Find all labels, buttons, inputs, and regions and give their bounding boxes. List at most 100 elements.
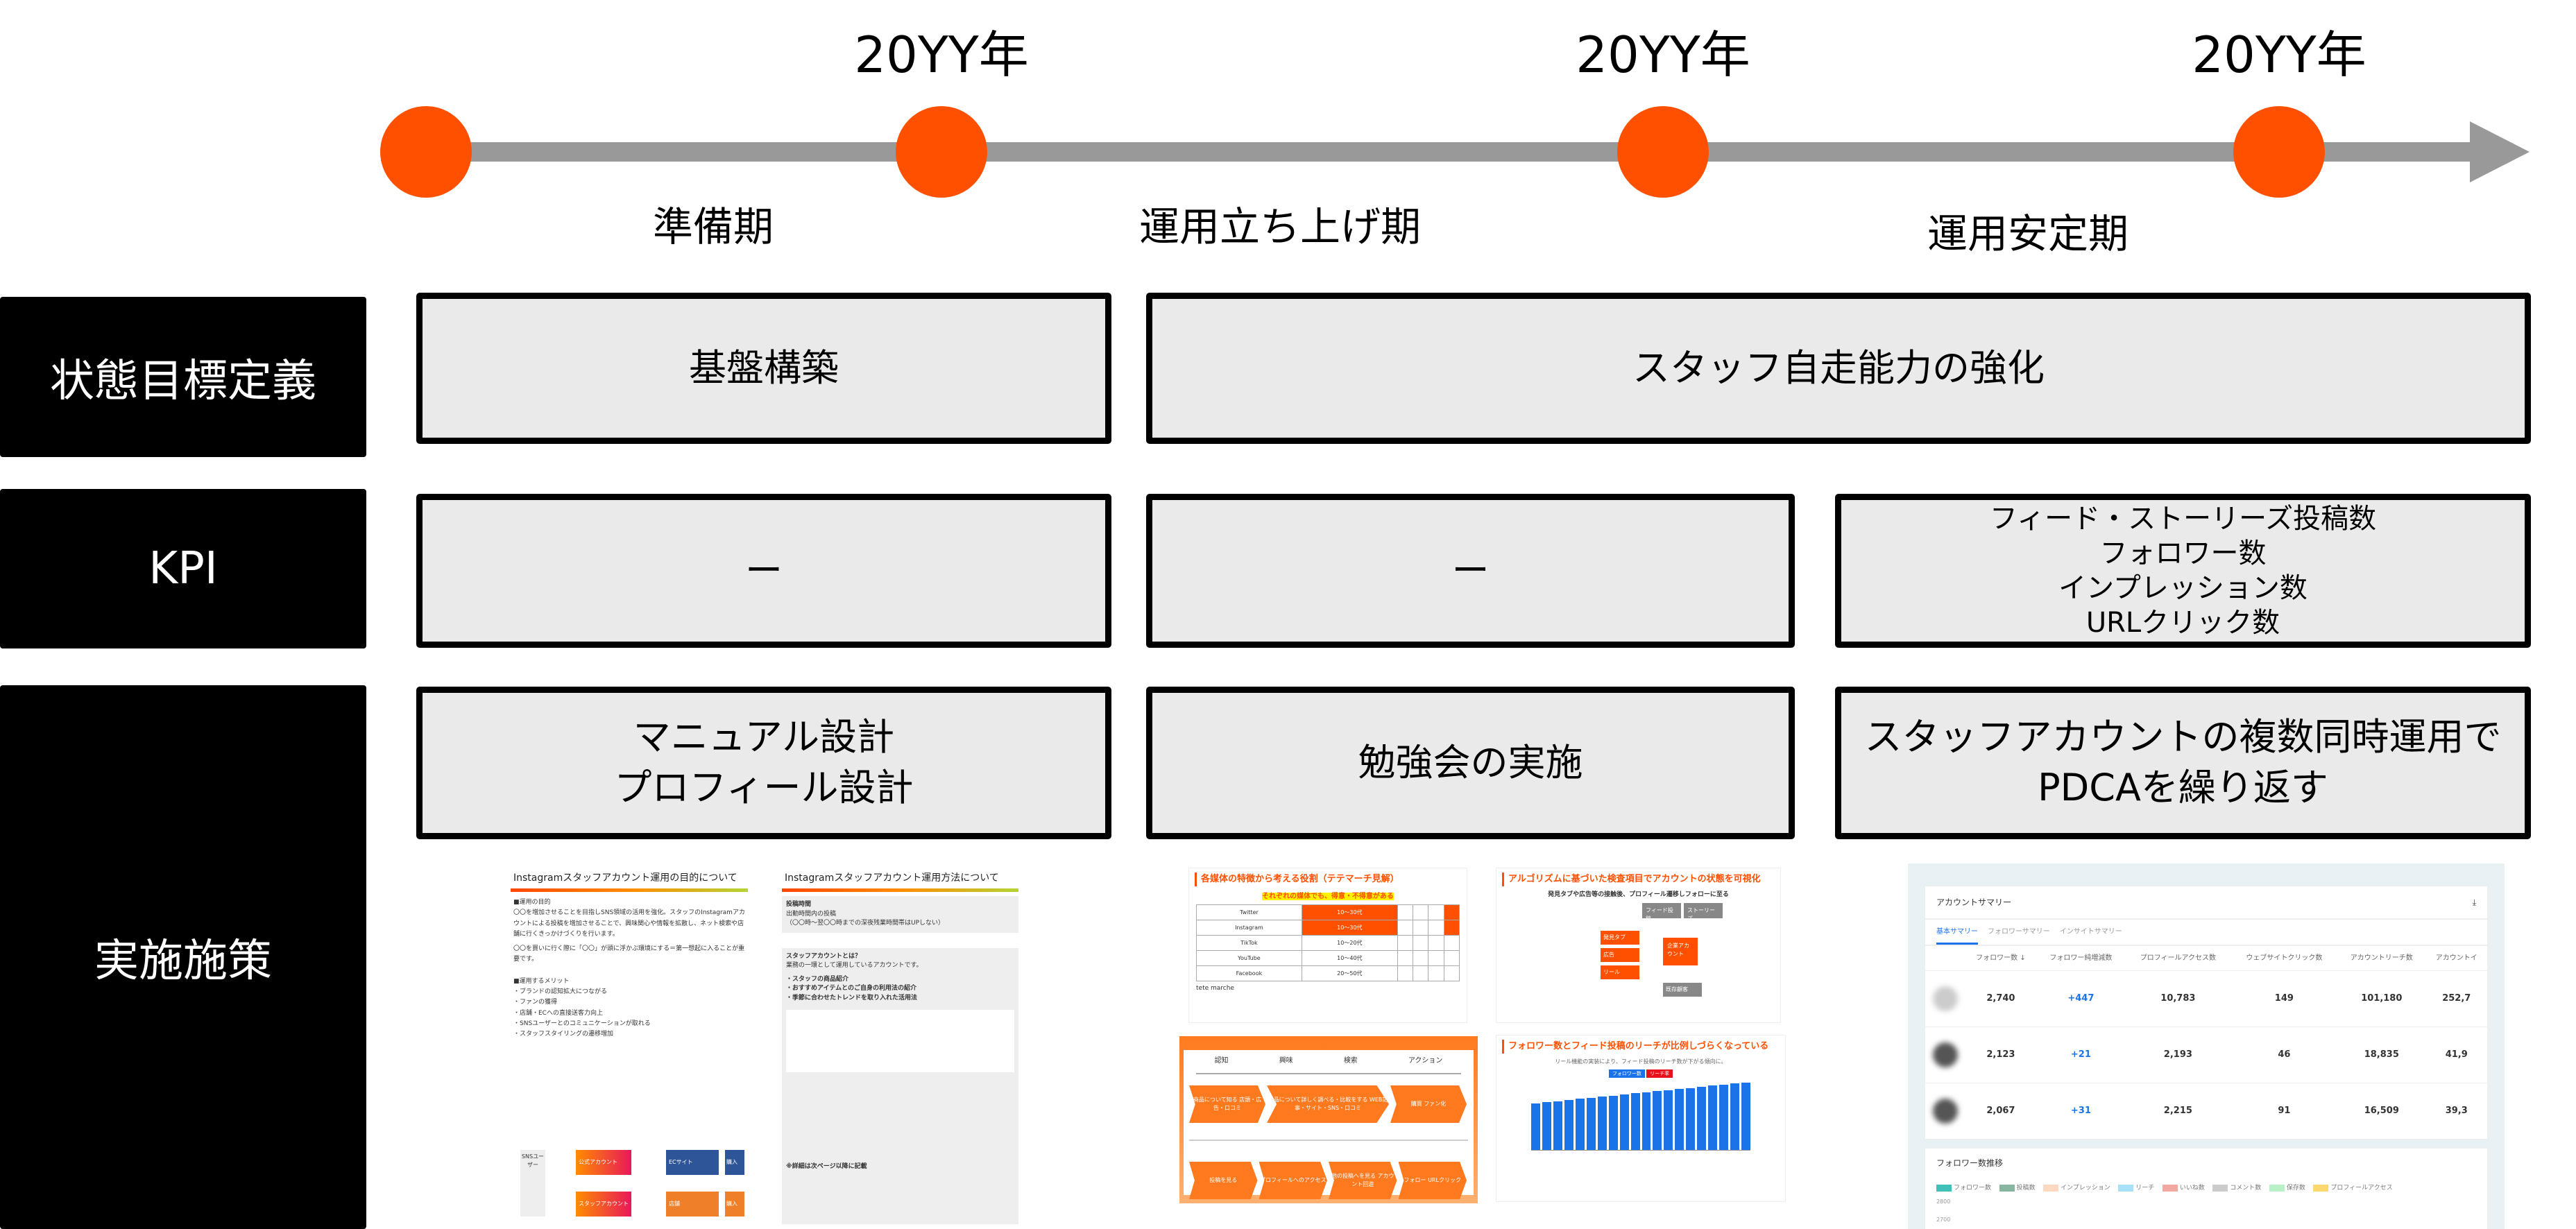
chart-bar [1741, 1082, 1751, 1150]
chart-bar [1597, 1097, 1607, 1150]
tab-basic-summary[interactable]: 基本サマリー [1936, 927, 1978, 945]
measure-box-pdca: スタッフアカウントの複数同時運用で PDCAを繰り返す [1835, 687, 2531, 839]
chart-bar [1641, 1092, 1651, 1150]
slide-subtitle: リール機能の実装により、フィード投稿のリーチ数が下がる傾向に。 [1555, 1058, 1727, 1065]
row-label-measures: 実施施策 [0, 685, 366, 1229]
slide-bullet: ・季節に合わせたトレンドを取り入れた活用法 [786, 994, 918, 1002]
thumbnail-dashboard: アカウントサマリー ⤓ 基本サマリー フォロワーサマリー インサイトサマリー フォ… [1908, 863, 2505, 1229]
chart-bar [1653, 1091, 1662, 1150]
slide-title: フォロワー数とフィード投稿のリーチが比例しづらくなっている [1502, 1040, 1780, 1054]
download-icon[interactable]: ⤓ [2472, 897, 2476, 907]
slide-heading: スタッフアカウントとは？ [786, 952, 862, 960]
y-tick: 2700 [1936, 1216, 1951, 1223]
chart-bar [1697, 1086, 1707, 1150]
state-box-foundation: 基盤構築 [416, 293, 1111, 444]
slide-text: 出勤時間内の投稿 [786, 910, 837, 918]
slide-subtitle: それぞれの媒体でも、得意・不得意がある [1262, 892, 1394, 900]
y-tick: 2800 [1936, 1198, 1951, 1205]
chart-bar [1575, 1099, 1585, 1150]
tab-insight-summary[interactable]: インサイトサマリー [2059, 928, 2122, 936]
slide-bullet: ・ブランドの認知拡大につながる [513, 988, 608, 996]
slide-title: Instagramスタッフアカウント運用方法について [785, 873, 999, 884]
summary-table: フォロワー数 ↓フォロワー純増減数プロフィールアクセス数ウェブサイトクリック数ア… [1925, 946, 2487, 1139]
chart-bar [1686, 1088, 1696, 1150]
state-box-self-running: スタッフ自走能力の強化 [1146, 293, 2531, 444]
thumbnail-method-slide: Instagramスタッフアカウント運用方法について 投稿時間 出勤時間内の投稿… [775, 867, 1025, 1224]
measure-text: PDCAを繰り返す [2038, 766, 2328, 809]
funnel-row-total: 商品について知る 店頭・広告・口コミ商品について詳しく調べる・比較をする WEB… [1189, 1085, 1468, 1123]
kpi-item: フォロワー数 [2099, 538, 2267, 569]
slide-text: （〇〇時～翌〇〇時までの深夜残業時間帯はUPしない） [786, 920, 945, 927]
chart-bar [1542, 1102, 1551, 1150]
slide-text: 業務の一環として運用しているアカウントです。 [786, 962, 923, 969]
legend-followers: フォロワー数 [1608, 1069, 1645, 1078]
slide-subtitle: 発見タブや広告等の接触後、プロフィール遷移しフォローに至る [1548, 891, 1729, 898]
phase-label: 運用立ち上げ期 [1138, 203, 1421, 250]
row-label-state: 状態目標定義 [0, 297, 366, 457]
kpi-box-launch: ー [1146, 494, 1795, 648]
chart-bar [1708, 1085, 1718, 1150]
dashboard-title: アカウントサマリー [1936, 897, 2012, 907]
thumbnail-funnel-slide: 認知興味検索アクション 商品について知る 店頭・広告・口コミ商品について詳しく調… [1179, 1036, 1478, 1203]
chart-bar [1531, 1103, 1540, 1150]
thumbnail-platform-roles-slide: 各媒体の特徴から考える役割（テテマーチ見解） それぞれの媒体でも、得意・不得意が… [1188, 868, 1467, 1023]
slide-heading: ■運用するメリット [513, 977, 570, 985]
algorithm-diagram: フィード投稿 ストーリーズ 発見タブ 広告 リール 企業アカウント 既存顧客 [1496, 900, 1780, 1004]
slide-title: アルゴリズムに基づいた検査項目でアカウントの状態を可視化 [1502, 873, 1775, 886]
slide-bullet: ・店舗・ECへの直接送客力向上 [513, 1009, 603, 1017]
thumbnail-algorithm-slide: アルゴリズムに基づいた検査項目でアカウントの状態を可視化 発見タブや広告等の接触… [1496, 868, 1781, 1023]
funnel-row-instagram: 投稿を見るプロフィールへのアクセス他の投稿へを見る アカウント回遊フォロー UR… [1189, 1162, 1468, 1199]
chart-title: フォロワー数推移 [1936, 1158, 2004, 1168]
kpi-item: インプレッション数 [2058, 572, 2308, 604]
slide-bullet: ・スタッフスタイリングの遷移増加 [513, 1031, 614, 1038]
timeline-line [426, 142, 2480, 162]
timeline-dot [1617, 106, 1709, 198]
chart-bar [1630, 1093, 1640, 1150]
slide-title: Instagramスタッフアカウント運用の目的について [513, 873, 737, 884]
timeline-dot [2233, 106, 2325, 198]
slide-heading: 投稿時間 [786, 901, 812, 908]
chart-bar [1564, 1099, 1573, 1150]
legend-reach: リーチ率 [1646, 1069, 1673, 1078]
flow-diagram: SNSユーザー 公式アカウント スタッフアカウント ECサイト 店舗 購入 購入 [520, 1150, 744, 1217]
timeline-dot [380, 106, 472, 198]
phase-label: 運用安定期 [1927, 210, 2129, 257]
measure-text: プロフィール設計 [614, 766, 914, 809]
follower-bar-chart [1531, 1081, 1751, 1151]
kpi-box-stable: フィード・ストーリーズ投稿数 フォロワー数 インプレッション数 URLクリック数 [1835, 494, 2531, 648]
measure-box-manual: マニュアル設計 プロフィール設計 [416, 687, 1111, 839]
slide-bullet: ・スタッフの商品紹介 [786, 975, 849, 983]
chart-bar [1608, 1095, 1618, 1150]
tab-follower-summary[interactable]: フォロワーサマリー [1988, 928, 2050, 936]
funnel-steps: 認知興味検索アクション [1214, 1057, 1443, 1065]
chart-bar [1730, 1083, 1740, 1150]
slide-text: 〇〇を増加させることを目指しSNS領域の活用を強化。スタッフのInstagram… [513, 909, 745, 938]
year-label: 20YY年 [1576, 26, 1750, 84]
screenshot-placeholder [786, 1010, 1014, 1072]
thumbnail-purpose-slide: Instagramスタッフアカウント運用の目的について ■運用の目的 〇〇を増加… [504, 867, 755, 1224]
year-label: 20YY年 [854, 26, 1029, 84]
slide-heading: ■運用の目的 [513, 899, 551, 906]
kpi-box-prep: ー [416, 494, 1111, 648]
kpi-item: URLクリック数 [2085, 607, 2280, 639]
slide-title: 各媒体の特徴から考える役割（テテマーチ見解） [1195, 873, 1461, 886]
year-label: 20YY年 [2192, 26, 2366, 84]
tete-marche-logo: tete marche [1196, 985, 1234, 992]
row-label-kpi: KPI [0, 489, 366, 648]
slide-bullet: ・SNSユーザーとのコミュニケーションが取れる [513, 1020, 651, 1027]
chart-bar [1586, 1097, 1596, 1150]
measure-text: スタッフアカウントの複数同時運用で [1864, 715, 2502, 759]
measure-box-study: 勉強会の実施 [1146, 687, 1795, 839]
phase-label: 準備期 [652, 203, 774, 250]
measure-text: マニュアル設計 [633, 715, 895, 759]
chart-bar [1719, 1084, 1729, 1150]
slide-bullet: ・ファンの獲得 [513, 999, 558, 1006]
chart-bar [1664, 1090, 1673, 1150]
slide-bullet: ・おすすめアイテムとのご自身の利用法の紹介 [786, 985, 917, 992]
timeline-arrow-icon [2470, 121, 2530, 182]
timeline-dot [896, 106, 987, 198]
